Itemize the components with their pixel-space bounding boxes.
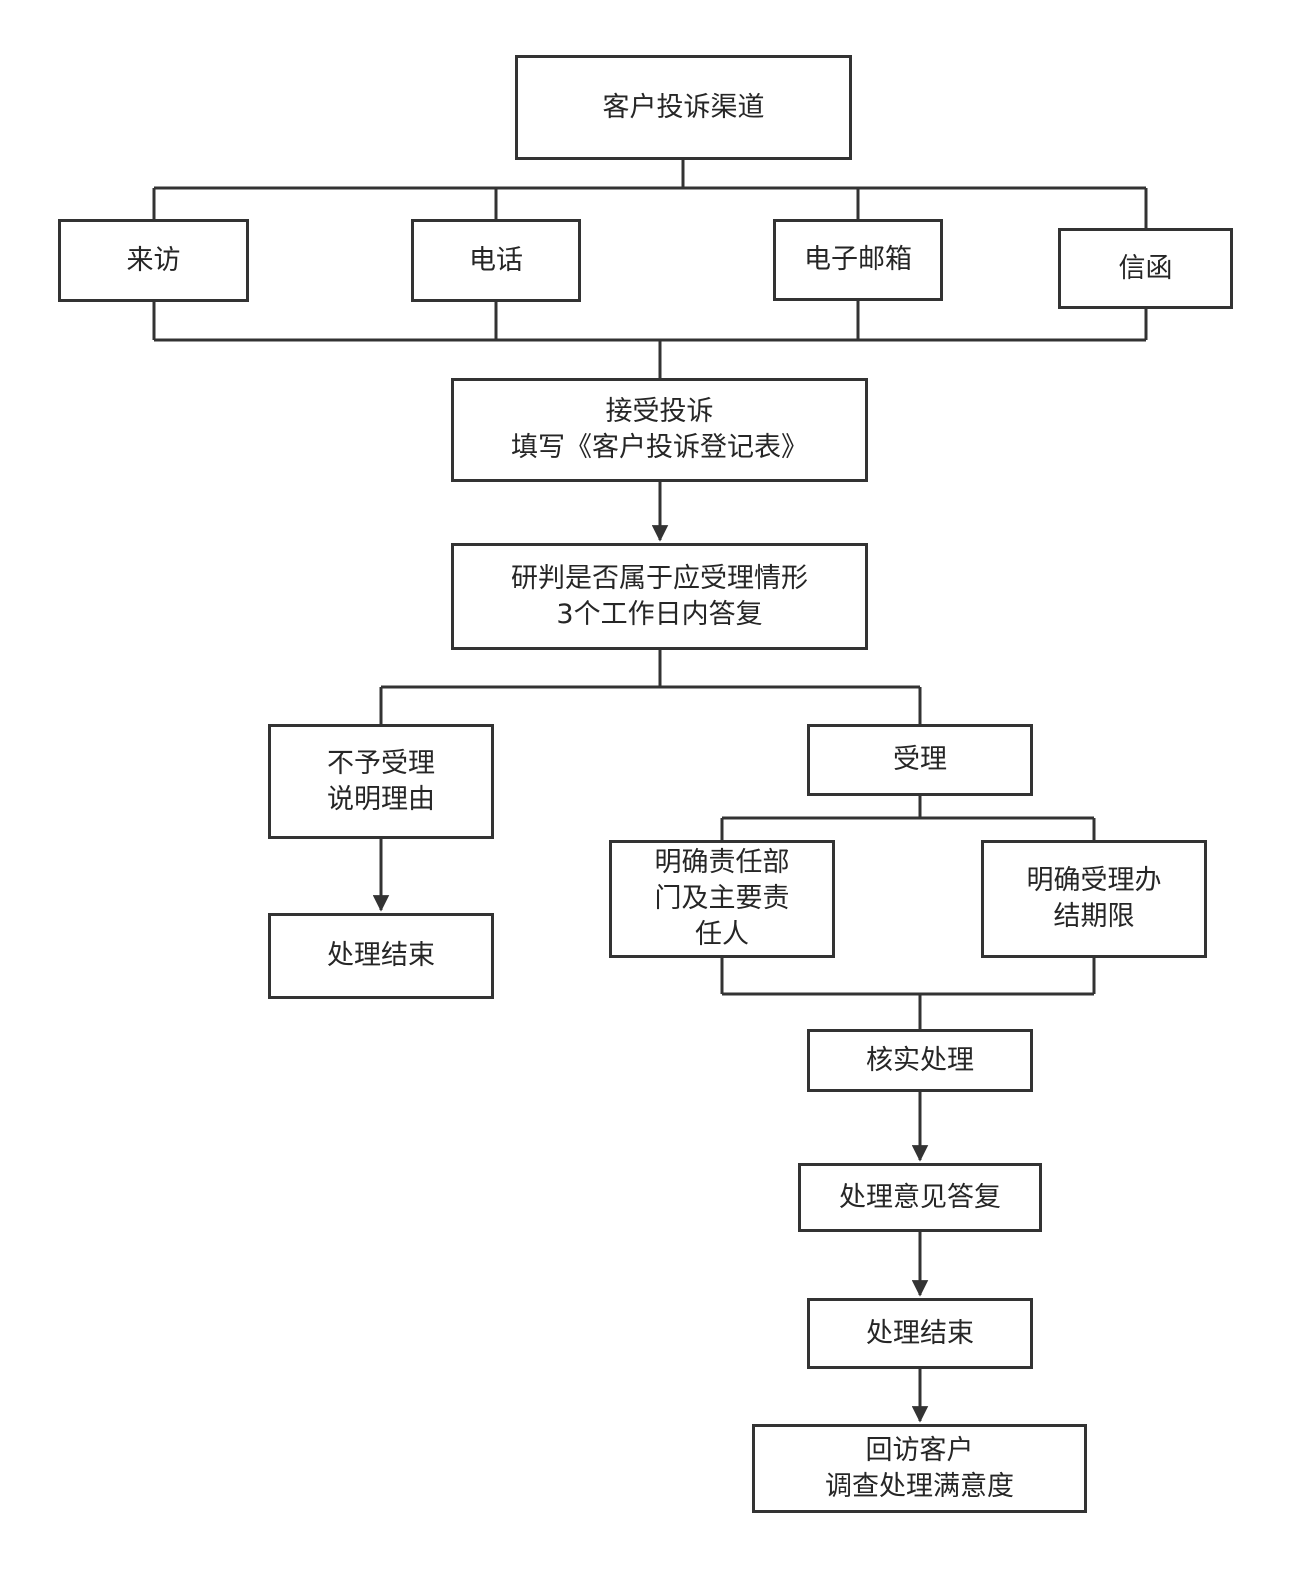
node-text: 处理结束 <box>327 940 435 971</box>
node-text-line2: 3个工作日内答复 <box>556 598 763 630</box>
node-email: 电子邮箱 <box>773 219 943 301</box>
node-reject-end: 处理结束 <box>268 913 494 999</box>
node-responsible-dept: 明确责任部 门及主要责 任人 <box>609 840 835 958</box>
node-text-line2: 调查处理满意度 <box>825 1470 1014 1502</box>
node-text-line1: 明确责任部 <box>654 847 790 878</box>
node-text: 电子邮箱 <box>804 244 912 275</box>
node-letter: 信函 <box>1058 228 1233 309</box>
node-reply: 处理意见答复 <box>798 1163 1042 1232</box>
node-reject: 不予受理 说明理由 <box>268 724 494 839</box>
node-verify: 核实处理 <box>807 1029 1033 1092</box>
node-text-line2: 门及主要责 <box>654 883 790 914</box>
node-text: 客户投诉渠道 <box>602 91 765 123</box>
node-text-line1: 不予受理 <box>327 747 435 779</box>
node-text-line1: 回访客户 <box>865 1434 974 1466</box>
node-accepted: 受理 <box>807 724 1033 796</box>
node-deadline: 明确受理办 结期限 <box>981 840 1207 958</box>
node-text: 信函 <box>1118 252 1173 284</box>
node-text: 电话 <box>469 244 523 276</box>
node-end: 处理结束 <box>807 1298 1033 1369</box>
node-text-line2: 填写《客户投诉登记表》 <box>511 432 808 463</box>
node-channels-title: 客户投诉渠道 <box>515 55 852 160</box>
node-text: 处理意见答复 <box>839 1181 1001 1213</box>
node-text-line1: 明确受理办 <box>1026 865 1162 896</box>
node-revisit: 回访客户 调查处理满意度 <box>752 1424 1087 1513</box>
node-judge: 研判是否属于应受理情形 3个工作日内答复 <box>451 543 868 650</box>
node-text: 来访 <box>126 244 181 276</box>
node-text-line1: 接受投诉 <box>605 396 714 427</box>
node-text: 核实处理 <box>866 1044 974 1076</box>
node-accept-complaint: 接受投诉 填写《客户投诉登记表》 <box>451 378 868 482</box>
node-text-line1: 研判是否属于应受理情形 <box>511 562 808 594</box>
node-text-line2: 说明理由 <box>327 783 435 815</box>
node-text-line2: 结期限 <box>1053 901 1135 932</box>
node-text-line3: 任人 <box>695 919 749 950</box>
node-text: 受理 <box>893 744 947 775</box>
node-visit: 来访 <box>58 219 249 302</box>
node-phone: 电话 <box>411 219 581 302</box>
node-text: 处理结束 <box>866 1317 974 1349</box>
